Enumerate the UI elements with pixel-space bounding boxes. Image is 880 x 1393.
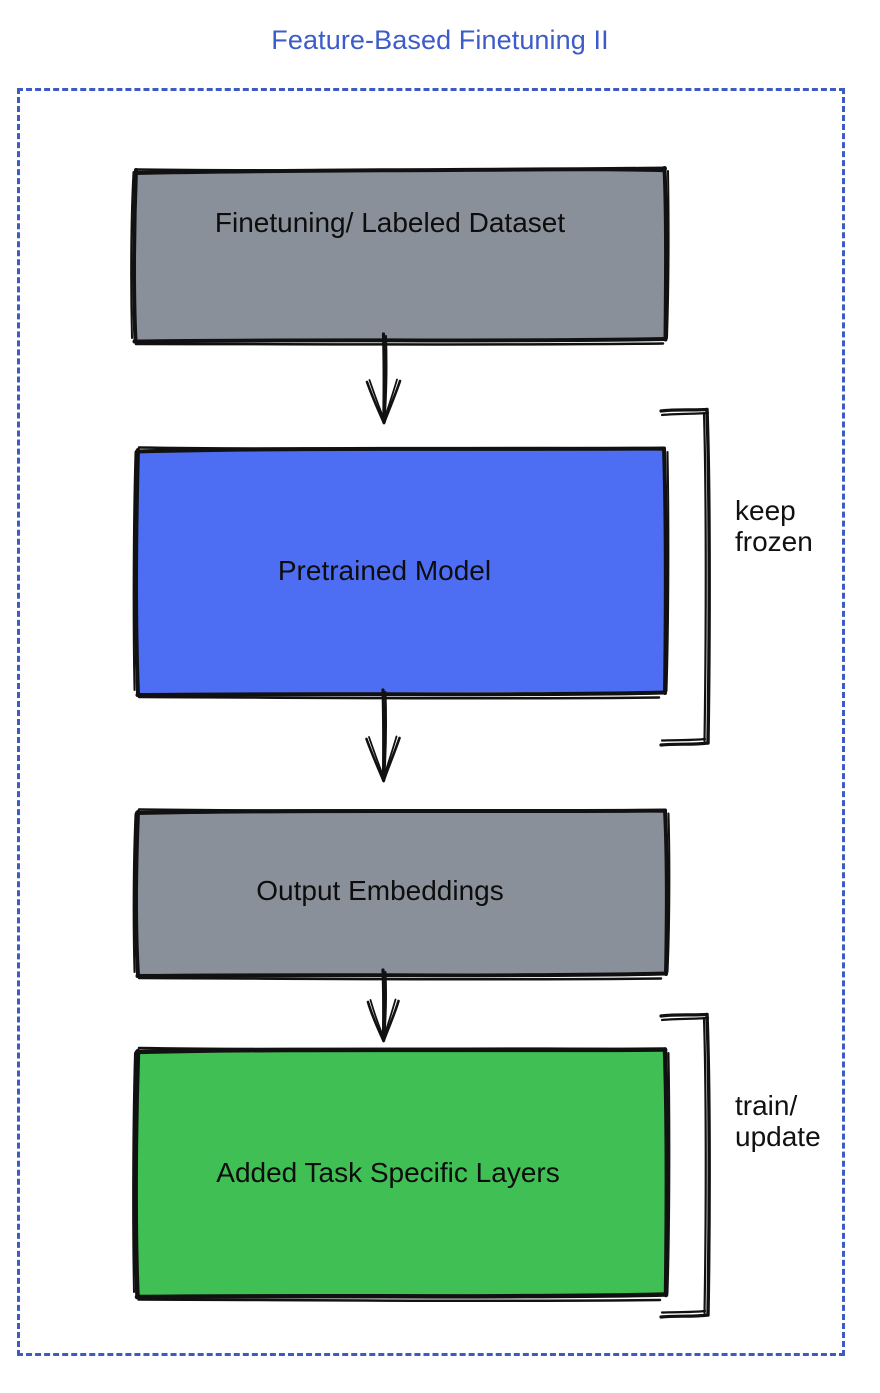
arrow-embeddings-to-tasklayers	[366, 968, 400, 1043]
node-dataset-sketch-border	[130, 166, 670, 346]
dashed-container-frame	[17, 88, 845, 1356]
node-dataset[interactable]: Finetuning/ Labeled Dataset	[130, 166, 670, 346]
arrow-pretrained-to-embeddings	[365, 688, 401, 783]
node-tasklayers[interactable]: Added Task Specific Layers	[132, 1046, 671, 1303]
arrow-dataset-to-pretrained	[365, 332, 402, 425]
node-tasklayers-sketch-border	[132, 1046, 671, 1303]
bracket-train-update	[659, 1012, 711, 1319]
node-pretrained[interactable]: Pretrained Model	[132, 446, 670, 700]
node-embeddings-sketch-border	[132, 808, 671, 981]
bracket-keep-frozen	[659, 407, 711, 747]
node-embeddings[interactable]: Output Embeddings	[132, 808, 671, 981]
annotation-train-update: train/ update	[735, 1090, 821, 1153]
page-title: Feature-Based Finetuning II	[271, 25, 609, 55]
node-pretrained-sketch-border	[132, 446, 670, 700]
annotation-keep-frozen: keep frozen	[735, 495, 813, 558]
